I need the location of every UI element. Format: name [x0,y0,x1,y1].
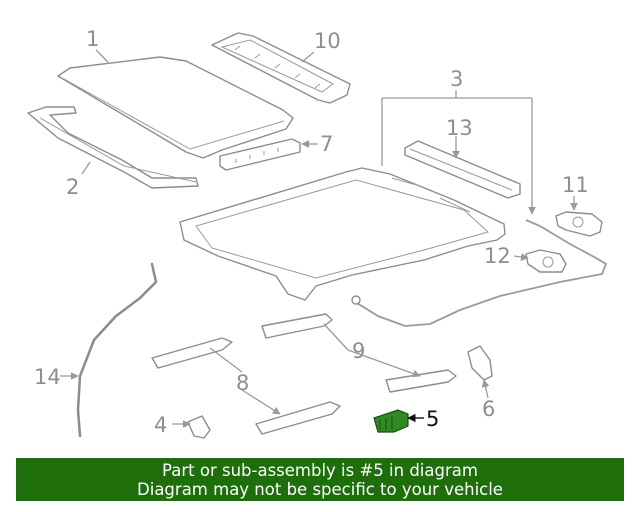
callout-10: 10 [314,29,341,53]
parts-diagram: 1 10 2 7 3 13 11 12 14 9 8 6 4 5 [27,27,608,439]
info-banner: Part or sub-assembly is #5 in diagram Di… [16,458,624,501]
callout-6: 6 [482,397,495,421]
part-10-rail-bracket[interactable] [211,32,351,104]
callout-3: 3 [450,67,463,91]
part-8-trim-lower[interactable] [255,401,341,435]
part-8-trim-upper[interactable] [151,337,233,369]
callout-11: 11 [562,173,589,197]
part-9-trim-upper[interactable] [261,313,333,339]
callout-7: 7 [320,132,333,156]
part-1-roof-panel[interactable] [57,56,294,159]
part-6-bracket[interactable] [467,345,493,381]
callout-8: 8 [236,371,249,395]
callout-9: 9 [352,339,365,363]
callout-14: 14 [34,365,61,389]
part-7-reinforcement[interactable] [219,138,301,171]
part-11-motor[interactable] [555,211,603,237]
part-3-cable[interactable] [351,219,608,327]
banner-line-disclaimer: Diagram may not be specific to your vehi… [137,480,503,499]
part-9-trim-lower[interactable] [385,369,457,393]
leader-lines [60,49,578,428]
callout-5: 5 [426,407,439,431]
part-2-header-trim[interactable] [27,106,199,189]
callout-13: 13 [446,116,473,140]
part-13-rail[interactable] [404,140,521,199]
part-3-sunroof-frame[interactable] [179,167,506,301]
part-12-drive-motor[interactable] [525,249,567,273]
callout-4: 4 [154,413,167,437]
part-4-clip[interactable] [187,415,211,439]
callout-2: 2 [66,175,79,199]
banner-line-part: Part or sub-assembly is #5 in diagram [162,461,478,480]
part-14-weatherstrip[interactable] [76,262,158,438]
callout-1: 1 [86,27,99,51]
callout-12: 12 [484,244,511,268]
part-5-highlighted[interactable] [373,409,409,433]
